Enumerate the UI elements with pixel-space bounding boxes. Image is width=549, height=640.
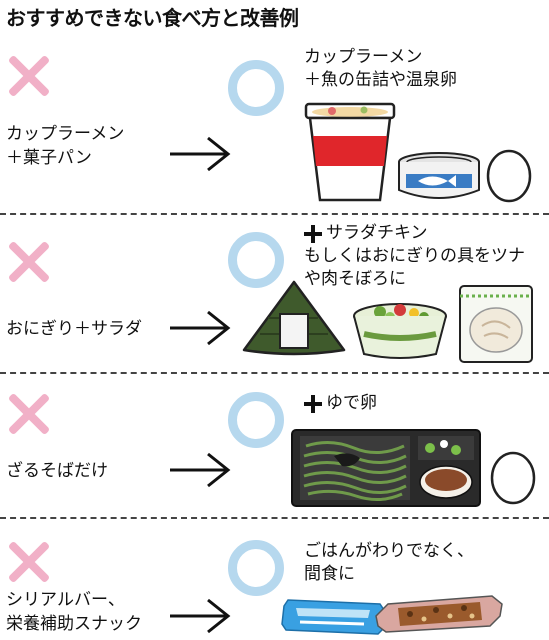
cross-mark-icon	[6, 540, 50, 584]
circle-mark-icon	[228, 540, 284, 596]
cross-mark-icon	[6, 240, 50, 284]
cross-mark-icon	[6, 392, 50, 436]
zaru-soba-illustration	[291, 429, 481, 507]
egg-illustration	[490, 451, 536, 505]
good-line: ＋魚の缶詰や温泉卵	[304, 70, 457, 90]
cross-mark-icon	[6, 54, 50, 98]
plus-icon	[304, 394, 322, 413]
good-example-2: サラダチキン もしくはおにぎりの具をツナ や肉そぼろに	[304, 222, 525, 291]
right-arrow-icon	[170, 136, 231, 172]
row-separator	[0, 213, 549, 215]
good-example-1: カップラーメン ＋魚の缶詰や温泉卵	[304, 46, 457, 92]
circle-mark-icon	[228, 232, 284, 288]
bad-example-1: カップラーメン ＋菓子パン	[6, 122, 124, 170]
good-line: ごはんがわりでなく、	[304, 541, 474, 561]
good-line: 間食に	[304, 564, 355, 584]
egg-illustration	[486, 149, 532, 203]
row-separator	[0, 517, 549, 519]
row-separator	[0, 372, 549, 374]
plus-icon	[304, 224, 322, 243]
salad-illustration	[353, 303, 447, 359]
bad-line: シリアルバー、	[6, 590, 125, 610]
circle-mark-icon	[228, 60, 284, 116]
bad-line: カップラーメン	[6, 124, 125, 144]
bad-example-3: ざるそばだけ	[6, 459, 108, 483]
bad-line: おにぎり＋サラダ	[6, 319, 142, 339]
right-arrow-icon	[170, 452, 231, 488]
circle-mark-icon	[228, 392, 284, 448]
page-title: おすすめできない食べ方と改善例	[6, 6, 299, 30]
bad-line: ざるそばだけ	[6, 461, 108, 481]
good-line: カップラーメン	[304, 47, 423, 67]
good-line: や肉そぼろに	[304, 269, 406, 289]
good-example-3: ゆで卵	[304, 392, 377, 415]
cereal-bar-illustration	[375, 595, 503, 633]
good-line: もしくはおにぎりの具をツナ	[304, 246, 525, 266]
snack-bar-illustration	[281, 599, 385, 635]
bad-line: ＋菓子パン	[6, 148, 92, 168]
right-arrow-icon	[170, 310, 231, 346]
good-plus-text: ゆで卵	[326, 393, 377, 413]
onigiri-illustration	[242, 280, 346, 356]
good-plus-text: サラダチキン	[326, 223, 428, 243]
good-example-4: ごはんがわりでなく、 間食に	[304, 540, 474, 586]
salad-chicken-illustration	[459, 285, 533, 363]
cup-ramen-illustration	[304, 102, 396, 202]
fish-can-illustration	[398, 152, 480, 199]
right-arrow-icon	[170, 598, 231, 634]
bad-example-4: シリアルバー、 栄養補助スナック	[6, 588, 142, 636]
bad-example-2: おにぎり＋サラダ	[6, 317, 142, 341]
bad-line: 栄養補助スナック	[6, 614, 142, 634]
